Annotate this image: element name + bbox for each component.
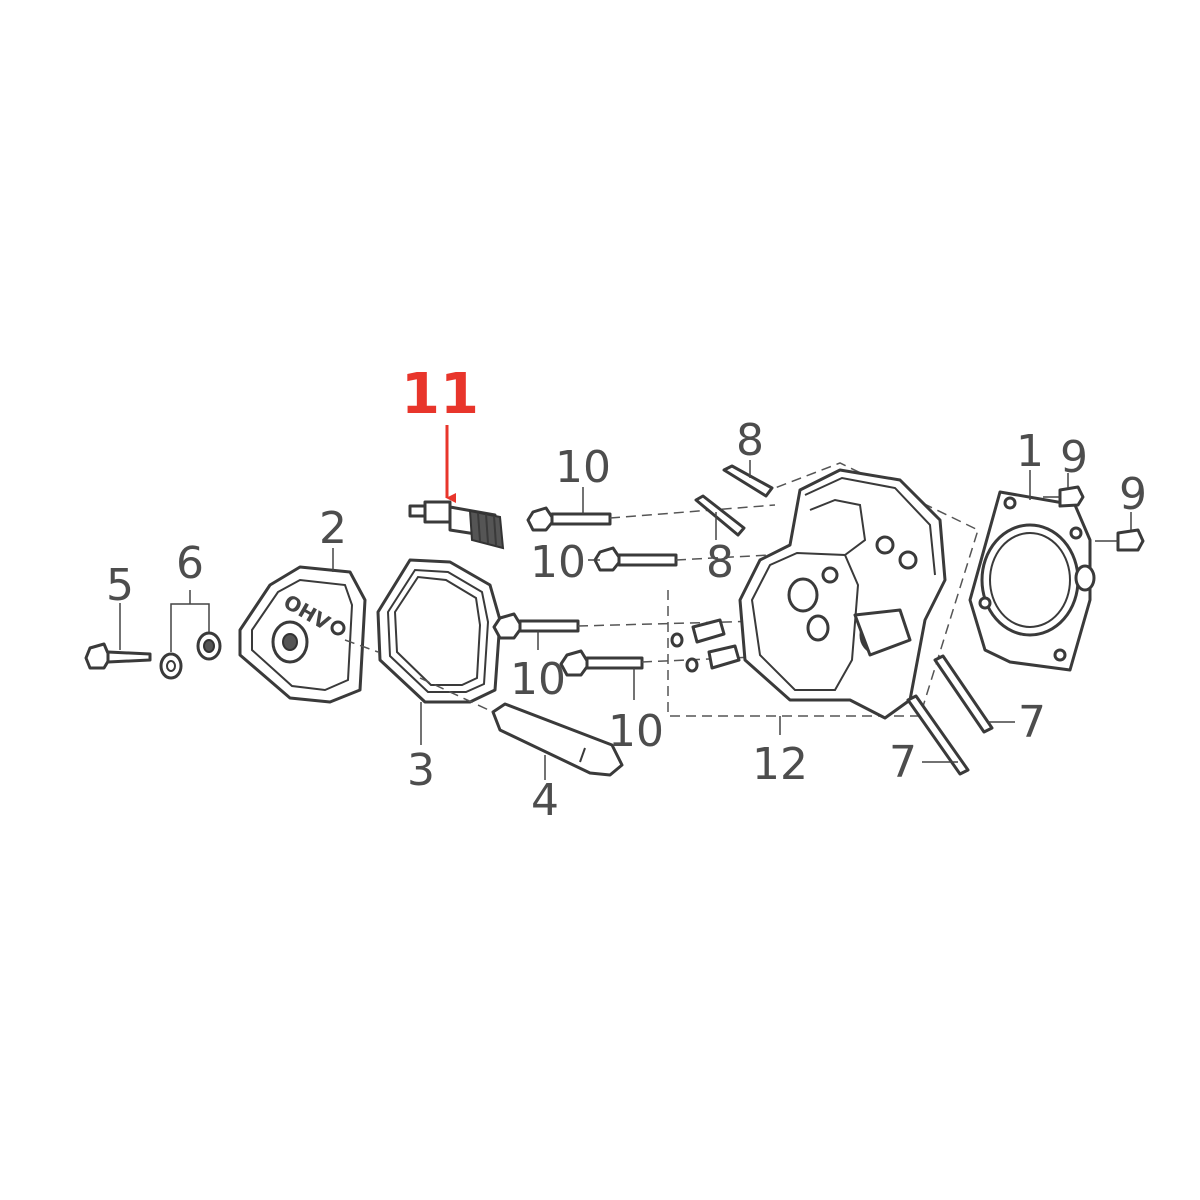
callout-9-upper: 9 <box>1060 432 1088 483</box>
callout-10-mid: 10 <box>530 537 586 588</box>
callout-10-upper: 10 <box>555 442 611 493</box>
callout-3: 3 <box>407 745 435 796</box>
head-gasket-part-1 <box>968 470 1096 672</box>
callout-1: 1 <box>1016 426 1044 477</box>
dowel-set <box>670 618 741 673</box>
callout-6: 6 <box>176 538 204 589</box>
callout-8-lower: 8 <box>706 537 734 588</box>
gasket-part-3 <box>344 558 502 745</box>
callout-10-lower-right: 10 <box>608 706 664 757</box>
dowel-pin-part-9-upper <box>1043 473 1085 508</box>
callout-4: 4 <box>531 775 559 826</box>
callout-10-lower-left: 10 <box>510 654 566 705</box>
callout-7-lower: 7 <box>889 737 917 788</box>
stud-part-8-lower <box>694 494 746 540</box>
callout-7-right: 7 <box>1018 697 1046 748</box>
callout-9-right: 9 <box>1119 469 1147 520</box>
callout-8-upper: 8 <box>736 415 764 466</box>
head-cover-part-2: OHV <box>238 548 367 704</box>
stud-part-8-upper <box>722 460 774 498</box>
cylinder-head-part-12 <box>667 462 979 735</box>
spark-plug-part <box>408 500 505 550</box>
callout-2: 2 <box>319 503 347 554</box>
bolt-part-10-mid <box>588 546 771 572</box>
bolt-part-10-lower-left <box>492 612 801 650</box>
stud-part-7-lower <box>906 694 970 776</box>
bolt-part-5 <box>84 603 152 670</box>
stud-part-7-right <box>933 654 1015 734</box>
washer-pair-part-6 <box>159 590 222 680</box>
breather-tube-part-4 <box>419 677 624 780</box>
callout-5: 5 <box>106 560 134 611</box>
callout-11: 11 <box>401 362 479 427</box>
callout-12: 12 <box>752 739 808 790</box>
dowel-pin-part-9-right <box>1095 512 1145 552</box>
bolt-part-10-upper <box>526 487 776 532</box>
